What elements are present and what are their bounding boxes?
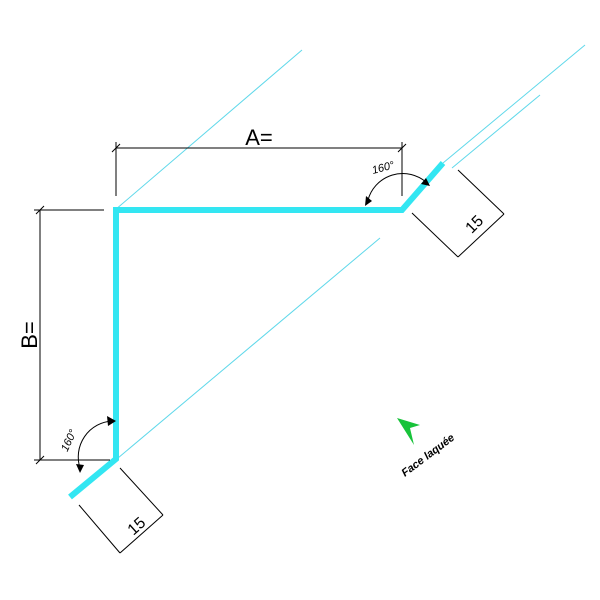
bottom-angle-label: 160°: [59, 427, 80, 453]
face-arrow-icon: [397, 418, 420, 445]
bottom-flange-line: [78, 504, 121, 554]
top-angle-arrow-right: [421, 178, 430, 186]
dimension-b-tick-bottom: [35, 455, 45, 465]
dimension-a-tick-left: [111, 143, 121, 153]
top-angle-arrow-left: [365, 196, 372, 206]
top-angle-arc: [367, 172, 427, 201]
dimension-a: [111, 142, 407, 196]
top-angle-label: 160°: [371, 159, 397, 177]
dimension-a-label: A=: [245, 125, 273, 150]
folded-profile: [68, 161, 446, 500]
dimension-b-tick-top: [35, 205, 45, 215]
guide-line-center: [117, 237, 381, 459]
top-flange-line: [411, 212, 459, 258]
top-flange-dimension: [411, 169, 505, 258]
bottom-angle-arrow-top: [107, 416, 116, 426]
dimension-a-tick-right: [397, 143, 407, 153]
face-label: Face laquée: [399, 432, 457, 479]
bottom-angle-arc: [77, 420, 113, 469]
guide-line-top-right-1: [442, 44, 586, 164]
dimension-b-label: B=: [17, 321, 42, 349]
guide-lines: [114, 44, 586, 459]
bottom-angle-arrow-bottom: [76, 464, 84, 473]
bottom-flange-line-2: [119, 467, 164, 516]
guide-line-top-right-2: [451, 94, 541, 169]
bottom-flange-base: [119, 514, 164, 554]
bottom-flange-label: 15: [125, 514, 150, 539]
top-flange-base: [457, 213, 505, 258]
dimension-b: [34, 205, 110, 465]
guide-line-top-left: [114, 49, 303, 211]
bottom-flange-dimension: [78, 467, 164, 554]
top-flange-line-2: [457, 169, 505, 215]
